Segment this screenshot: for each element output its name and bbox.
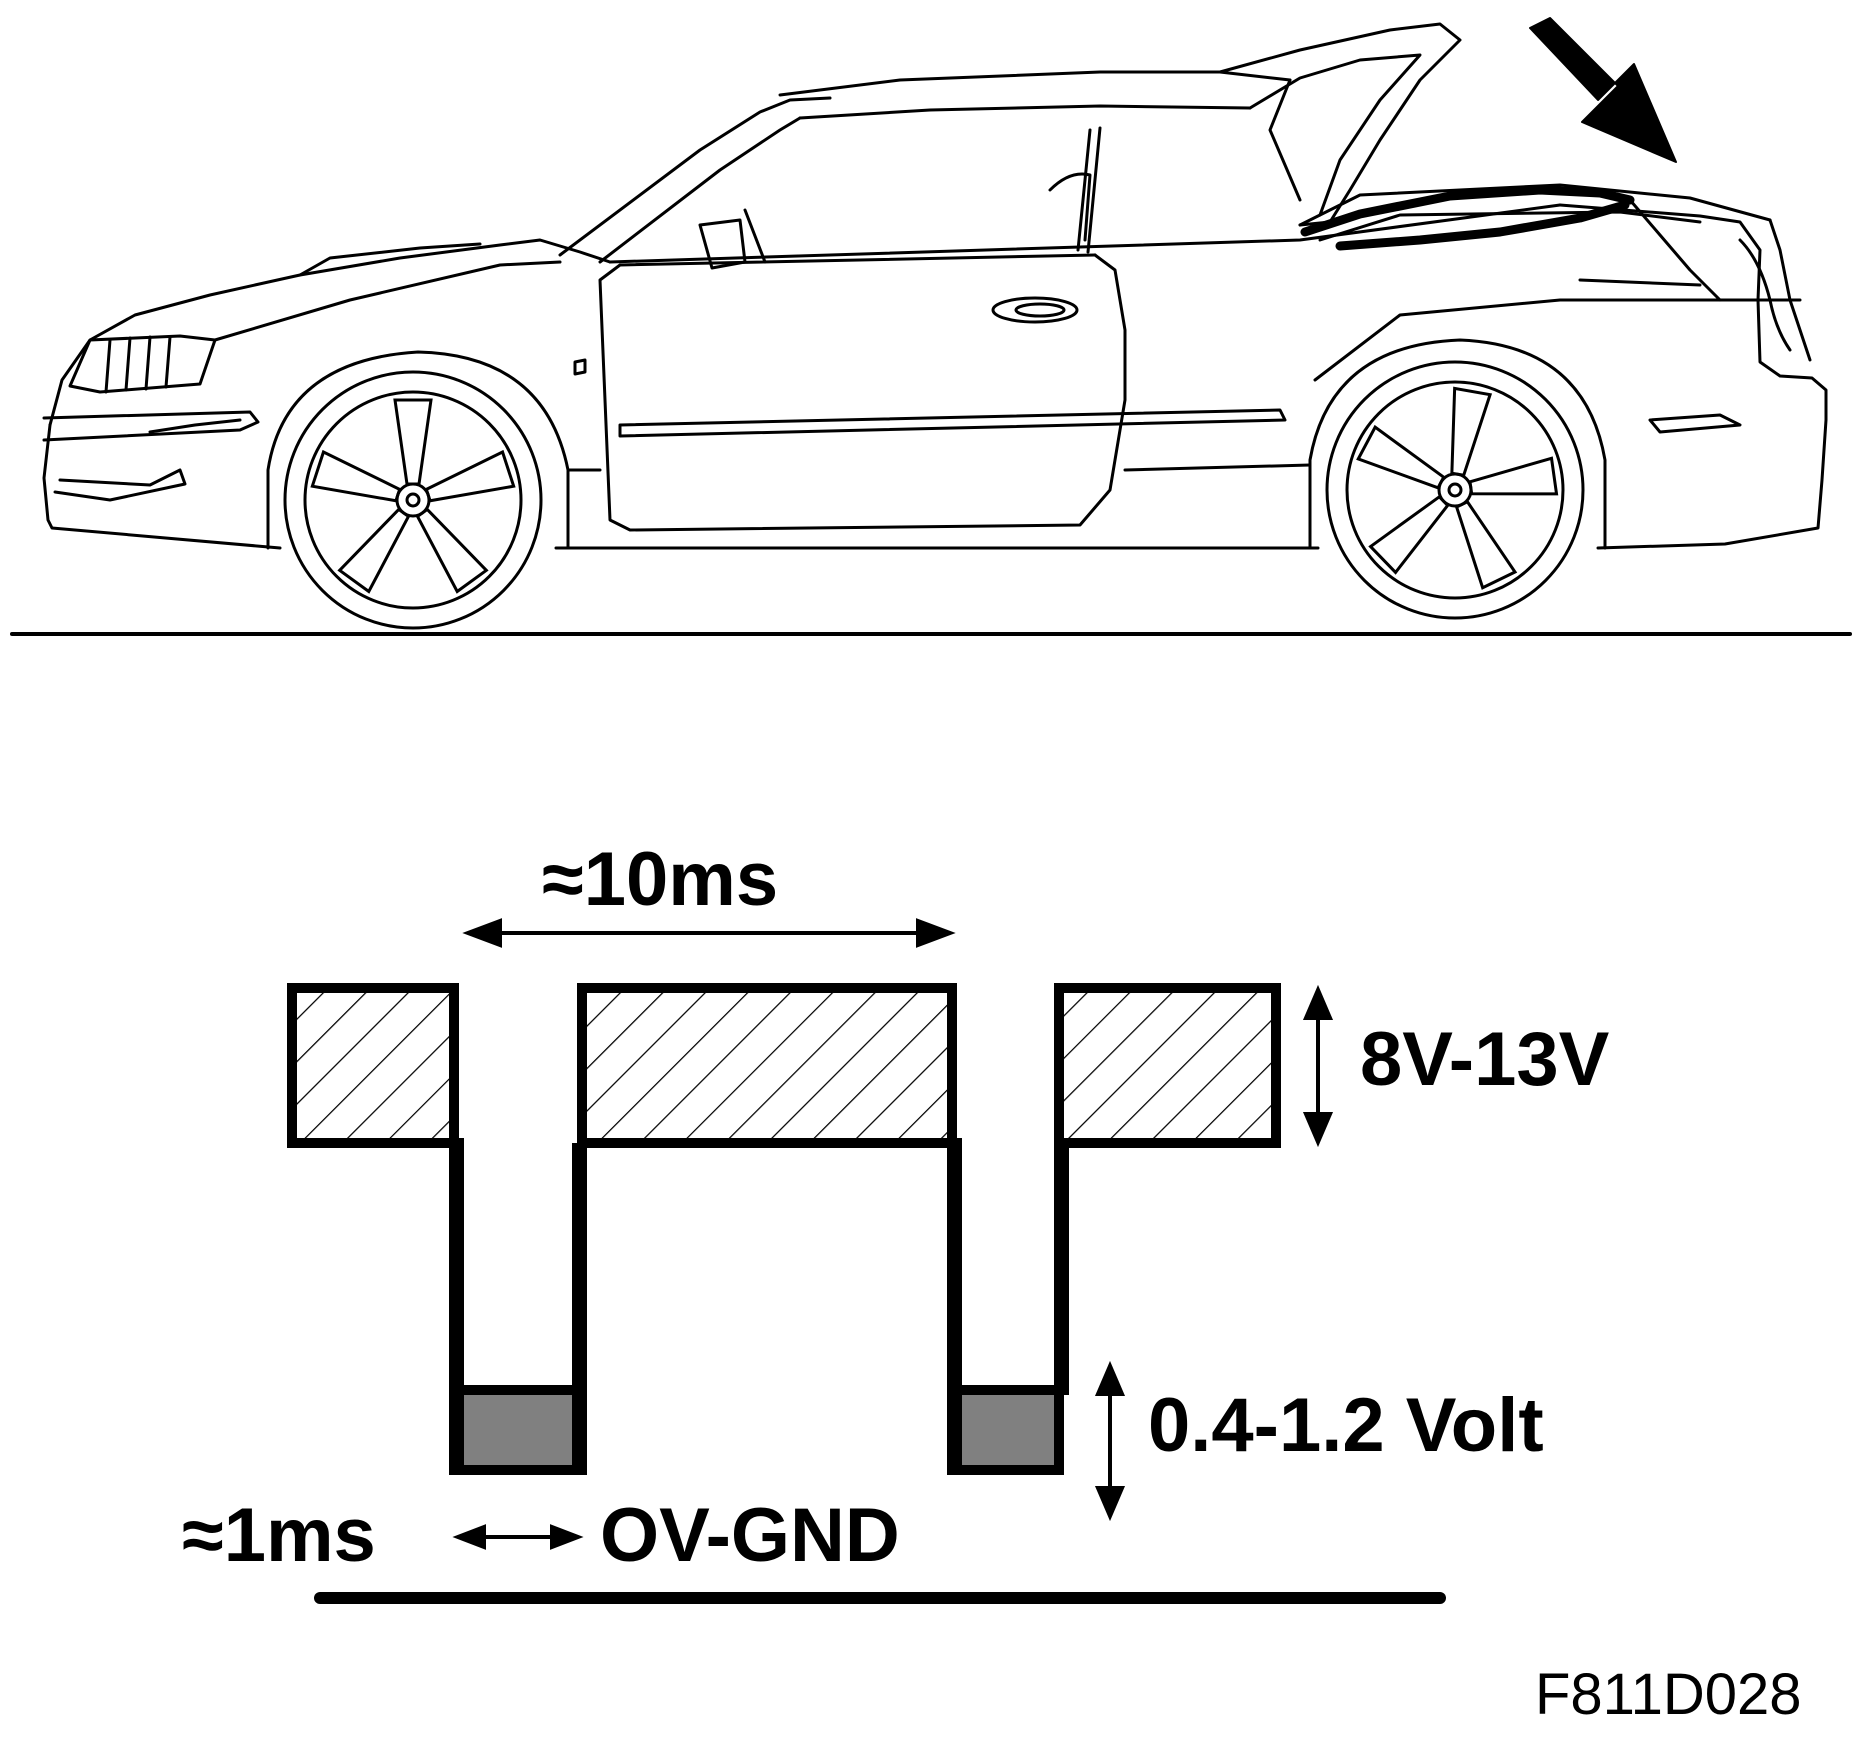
car-body-outline bbox=[42, 203, 1828, 550]
high-band-1 bbox=[292, 988, 454, 1143]
ground-label: OV-GND bbox=[600, 1493, 900, 1578]
high-band-2 bbox=[582, 988, 952, 1143]
roof bbox=[778, 70, 1292, 97]
high-level-label: 8V-13V bbox=[1360, 1017, 1610, 1102]
signal-waveform bbox=[287, 983, 1281, 1475]
low-level-label: 0.4-1.2 Volt bbox=[1148, 1383, 1544, 1468]
front-wheel-arch bbox=[266, 350, 570, 550]
car-illustration bbox=[10, 22, 1852, 636]
rear-deck bbox=[1298, 183, 1772, 227]
figure-code: F811D028 bbox=[1535, 1662, 1802, 1727]
front-wheel bbox=[283, 370, 543, 630]
door bbox=[598, 253, 1127, 532]
pulse-width-label: ≈1ms bbox=[182, 1493, 376, 1578]
high-band-3 bbox=[1064, 988, 1276, 1143]
rear-wheel bbox=[1325, 360, 1585, 620]
rear-wheel-arch bbox=[1308, 338, 1607, 550]
low-band-2 bbox=[957, 1390, 1059, 1470]
period-label: ≈10ms bbox=[542, 837, 779, 922]
rear-deck-seal bbox=[1300, 185, 1635, 251]
pointer-arrow-icon bbox=[1529, 17, 1677, 163]
car-hood bbox=[48, 238, 612, 427]
low-band-1 bbox=[459, 1390, 577, 1470]
windshield bbox=[558, 96, 832, 257]
dimension-arrows bbox=[452, 918, 1334, 1550]
